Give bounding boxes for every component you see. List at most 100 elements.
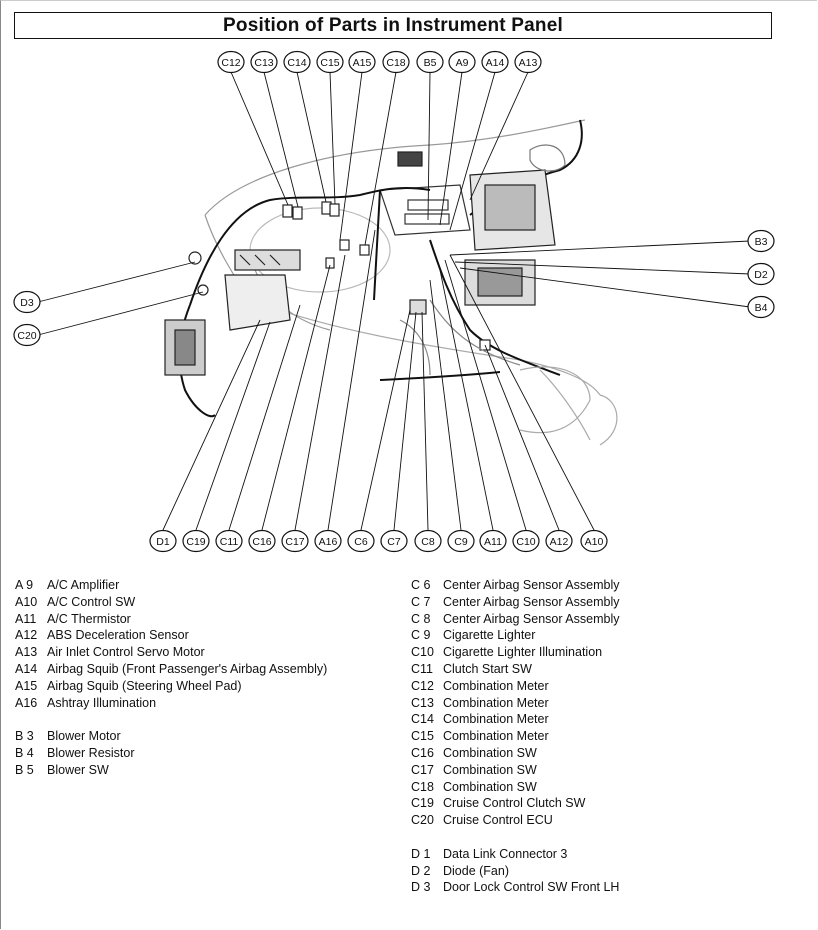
legend-code: C11 xyxy=(411,661,434,676)
legend-code: B 3 xyxy=(15,729,34,744)
legend-code: A14 xyxy=(15,661,38,676)
callout-c9: C9 xyxy=(447,529,475,553)
legend-row-c19: C19 Cruise Control Clutch SW xyxy=(411,795,619,812)
svg-text:B5: B5 xyxy=(424,57,437,69)
svg-text:B3: B3 xyxy=(755,236,768,248)
svg-text:A14: A14 xyxy=(486,57,505,69)
svg-text:A12: A12 xyxy=(550,536,569,548)
dashboard-illustration xyxy=(164,119,618,446)
legend-row-a9: A 9 A/C Amplifier xyxy=(15,577,327,594)
legend-label: Air Inlet Control Servo Motor xyxy=(47,645,205,660)
legend-label: Data Link Connector 3 xyxy=(443,846,568,861)
callout-b5: B5 xyxy=(416,50,444,74)
legend-row-a12: A12 ABS Deceleration Sensor xyxy=(15,627,327,644)
legend-row-b3: B 3 Blower Motor xyxy=(15,728,327,745)
callout-a10: A10 xyxy=(580,529,608,553)
legend-label: Combination Meter xyxy=(443,729,549,744)
callout-c8: C8 xyxy=(414,529,442,553)
callout-c20: C20 xyxy=(13,323,41,347)
callouts-right: B3 D2 B4 xyxy=(747,229,775,319)
legend-row-c16: C16 Combination SW xyxy=(411,745,619,762)
legend-code: C 7 xyxy=(411,594,431,609)
legend-spacer xyxy=(15,711,327,728)
legend-code: C 8 xyxy=(411,611,431,626)
legend-label: ABS Deceleration Sensor xyxy=(47,628,189,643)
legend-code: B 4 xyxy=(15,745,34,760)
callout-c15: C15 xyxy=(316,50,344,74)
legend-row-a15: A15 Airbag Squib (Steering Wheel Pad) xyxy=(15,678,327,695)
legend-label: Cigarette Lighter xyxy=(443,628,536,643)
legend-label: A/C Amplifier xyxy=(47,578,120,592)
legend-label: Combination SW xyxy=(443,745,537,760)
callout-b3: B3 xyxy=(747,229,775,253)
legend-code: A11 xyxy=(15,611,37,626)
legend-label: Ashtray Illumination xyxy=(47,695,157,710)
legend-code: A 9 xyxy=(15,578,34,592)
legend-code: C16 xyxy=(411,745,434,760)
svg-text:C15: C15 xyxy=(320,57,339,69)
legend-row-d1: D 1 Data Link Connector 3 xyxy=(411,846,619,863)
legend-row-b5: B 5 Blower SW xyxy=(15,762,327,779)
svg-text:D2: D2 xyxy=(754,269,768,281)
callout-a16: A16 xyxy=(314,529,342,553)
legend-label: Blower SW xyxy=(47,762,109,777)
legend-code: A16 xyxy=(15,695,38,710)
legend-label: Blower Motor xyxy=(47,729,121,744)
callouts-bottom: D1 C19 C11 C16 C17 A16 C6 C7 C8 C9 A11 C… xyxy=(149,529,608,553)
svg-text:B4: B4 xyxy=(755,302,768,314)
legend-label: Combination Meter xyxy=(443,712,549,727)
legend-label: Combination SW xyxy=(443,779,537,794)
legend-row-b4: B 4 Blower Resistor xyxy=(15,745,327,762)
legend-code: C19 xyxy=(411,796,434,811)
legend-label: Cruise Control Clutch SW xyxy=(443,796,586,811)
legend-label: Airbag Squib (Steering Wheel Pad) xyxy=(47,678,242,693)
legend-label: Combination SW xyxy=(443,762,537,777)
legend-code: D 1 xyxy=(411,846,431,861)
legend-code: A12 xyxy=(15,628,38,643)
callout-c19: C19 xyxy=(182,529,210,553)
legend-row-a16: A16 Ashtray Illumination xyxy=(15,695,327,712)
legend-code: C12 xyxy=(411,678,434,693)
legend-code: C 6 xyxy=(411,578,431,592)
callout-c6: C6 xyxy=(347,529,375,553)
callouts-left: D3 C20 xyxy=(13,290,41,347)
callout-d3: D3 xyxy=(13,290,41,314)
legend-row-c20: C20 Cruise Control ECU xyxy=(411,812,619,829)
legend-label: Diode (Fan) xyxy=(443,863,509,878)
callout-a14: A14 xyxy=(481,50,509,74)
legend-code: B 5 xyxy=(15,762,34,777)
svg-text:C18: C18 xyxy=(386,57,405,69)
callout-c12: C12 xyxy=(217,50,245,74)
legend-label: Blower Resistor xyxy=(47,745,135,760)
legend-label: Combination Meter xyxy=(443,678,549,693)
svg-text:A9: A9 xyxy=(456,57,469,69)
legend-row-c14: C14 Combination Meter xyxy=(411,711,619,728)
callout-c14: C14 xyxy=(283,50,311,74)
svg-text:A16: A16 xyxy=(319,536,338,548)
legend-code: C14 xyxy=(411,712,434,727)
legend-label: Cruise Control ECU xyxy=(443,813,553,828)
legend-code: C18 xyxy=(411,779,434,794)
legend-code: C20 xyxy=(411,813,434,828)
legend-code: A15 xyxy=(15,678,38,693)
svg-text:C19: C19 xyxy=(186,536,205,548)
callout-c10: C10 xyxy=(512,529,540,553)
legend-spacer xyxy=(411,829,619,846)
legend-label: Combination Meter xyxy=(443,695,549,710)
callout-c17: C17 xyxy=(281,529,309,553)
callout-a15: A15 xyxy=(348,50,376,74)
svg-text:C17: C17 xyxy=(285,536,304,548)
